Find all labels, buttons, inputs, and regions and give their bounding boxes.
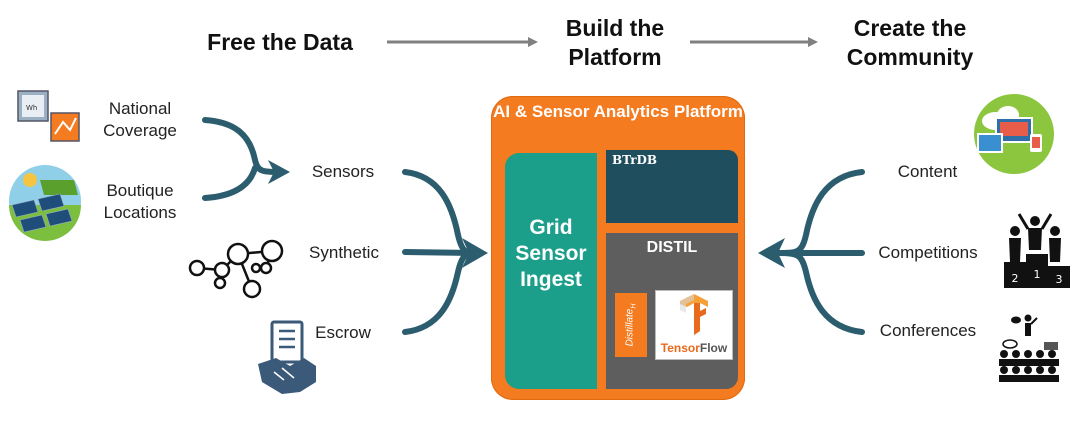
- distillate-block: DistillateH: [615, 293, 647, 357]
- label-synthetic: Synthetic: [309, 243, 379, 262]
- solar-farm-icon: [9, 165, 81, 241]
- stage-free-data: Free the Data: [207, 29, 353, 55]
- svg-text:Wh: Wh: [26, 104, 37, 112]
- stage-build-platform: Build the Platform: [565, 15, 665, 70]
- meter-map-icon: Wh: [17, 90, 80, 142]
- label-content: Content: [897, 162, 958, 181]
- audience-icon: [999, 314, 1059, 382]
- podium-second: 2: [1012, 272, 1019, 285]
- merge-arrow-right: [777, 169, 865, 335]
- distil-label: DISTIL: [646, 239, 698, 256]
- btrdb-label: BTrDB: [612, 153, 658, 167]
- label-national-coverage: National Coverage: [103, 99, 177, 140]
- merge-arrowhead-right: [758, 238, 785, 268]
- label-boutique-locations: Boutique Locations: [103, 181, 177, 222]
- grid-sensor-ingest-block: Grid Sensor Ingest: [505, 153, 597, 389]
- btrdb-block: BTrDB: [606, 150, 738, 223]
- label-escrow: Escrow: [315, 323, 371, 342]
- distillate-label: DistillateH: [624, 303, 638, 347]
- label-competitions: Competitions: [878, 243, 978, 262]
- label-conferences: Conferences: [879, 321, 977, 340]
- ingest-label: Grid Sensor Ingest: [515, 216, 587, 291]
- network-nodes-icon: [188, 239, 284, 299]
- podium-third: 3: [1056, 273, 1063, 286]
- handshake-document-icon: [258, 320, 316, 394]
- podium-first: 1: [1034, 268, 1041, 281]
- tensorflow-box: TensorFlow: [655, 290, 733, 360]
- tensorflow-logo-icon: [680, 294, 708, 335]
- distil-block: DISTIL DistillateH TensorFlow: [606, 233, 738, 389]
- merge-arrow-top: [202, 117, 285, 201]
- tensorflow-label: TensorFlow: [660, 341, 728, 355]
- merge-arrowhead-main: [462, 238, 488, 268]
- podium-icon: 2 1 3: [1004, 213, 1070, 288]
- devices-cloud-icon: [974, 94, 1054, 174]
- label-sensors: Sensors: [311, 162, 375, 181]
- merge-arrow-main: [402, 169, 477, 335]
- platform-title: AI & Sensor Analytics Platform: [493, 102, 743, 121]
- stage-create-community: Create the Community: [846, 15, 974, 70]
- merge-arrowhead-top: [268, 160, 290, 184]
